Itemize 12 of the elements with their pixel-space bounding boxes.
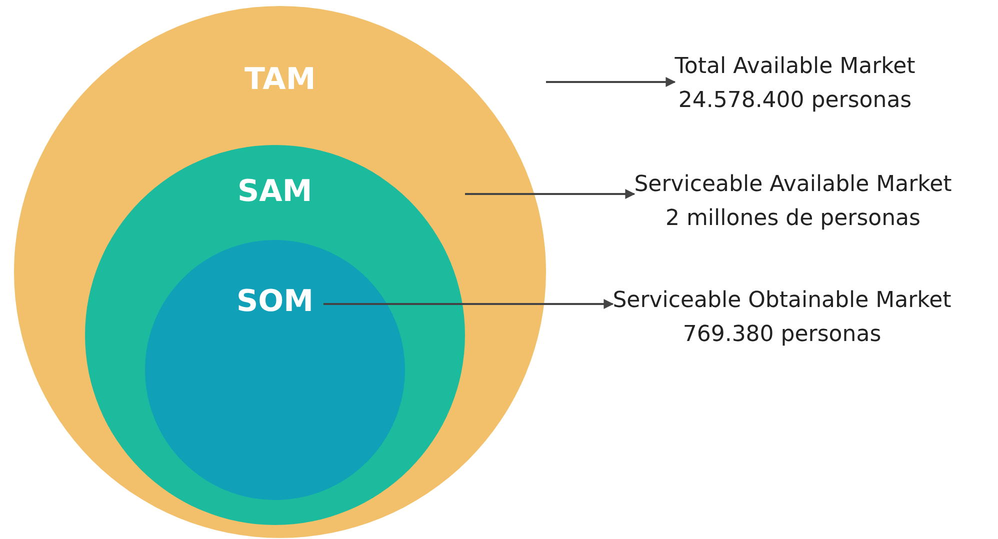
market-name: Serviceable Available Market (634, 171, 952, 199)
circle-label: TAM (244, 62, 317, 98)
market-name: Serviceable Obtainable Market (612, 287, 952, 315)
arrow (546, 77, 676, 87)
market-size: 2 millones de personas (664, 205, 922, 233)
circle-label: SAM (238, 174, 314, 210)
market-size: 769.380 personas (682, 321, 882, 349)
circle-label: SOM (236, 284, 314, 320)
arrow (465, 189, 636, 199)
market-name: Total Available Market (674, 53, 916, 81)
arrow (323, 299, 614, 309)
market-size: 24.578.400 personas (677, 87, 913, 115)
